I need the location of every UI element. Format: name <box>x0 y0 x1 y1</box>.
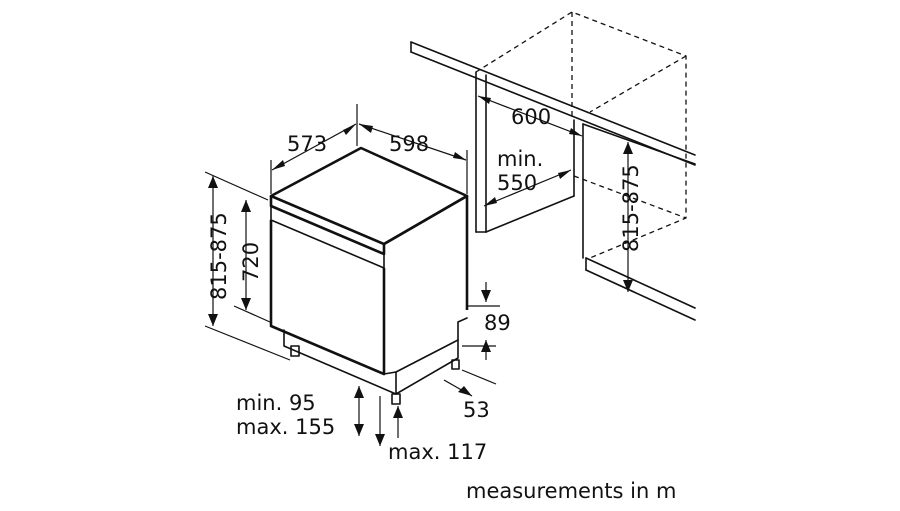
label-width-598: 598 <box>389 132 429 156</box>
label-niche-600: 600 <box>511 105 551 129</box>
niche-dashed-box <box>475 11 687 259</box>
label-plinth-max: max. 155 <box>236 415 335 439</box>
label-total-height-left: 815-875 <box>207 212 231 300</box>
dimension-arrowheads <box>208 96 633 446</box>
label-foot-53: 53 <box>463 398 490 422</box>
label-max-117: max. 117 <box>388 440 487 464</box>
label-niche-min: min. <box>497 147 543 171</box>
caption-units: measurements in m <box>466 479 676 503</box>
label-niche-550: 550 <box>497 171 537 195</box>
dimension-lines <box>204 95 629 446</box>
label-plinth-min: min. 95 <box>236 391 316 415</box>
dishwasher-body <box>269 146 469 405</box>
niche-outline <box>410 41 696 321</box>
label-plinth-89: 89 <box>484 311 511 335</box>
dimension-labels: 573 598 600 min. 550 815-875 720 815-875… <box>207 105 643 464</box>
label-depth-573: 573 <box>287 132 327 156</box>
label-body-720: 720 <box>239 242 263 282</box>
label-niche-height-right: 815-875 <box>619 164 643 252</box>
